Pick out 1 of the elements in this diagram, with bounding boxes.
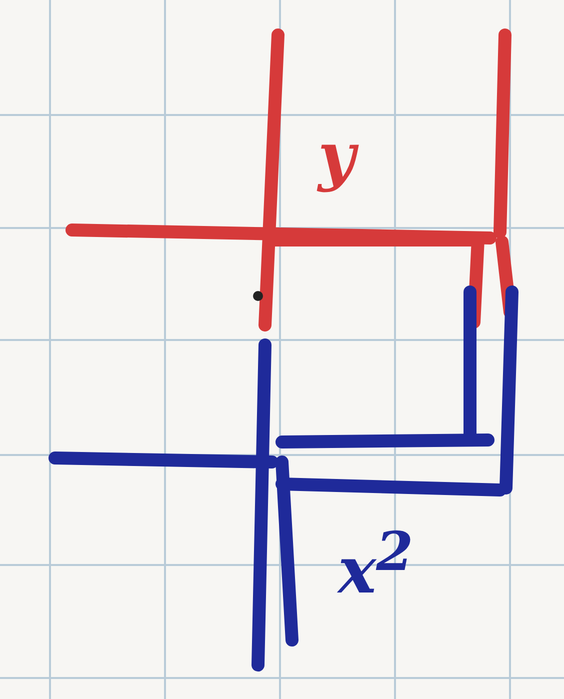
variable-label: x$^{2}$ (338, 525, 414, 604)
